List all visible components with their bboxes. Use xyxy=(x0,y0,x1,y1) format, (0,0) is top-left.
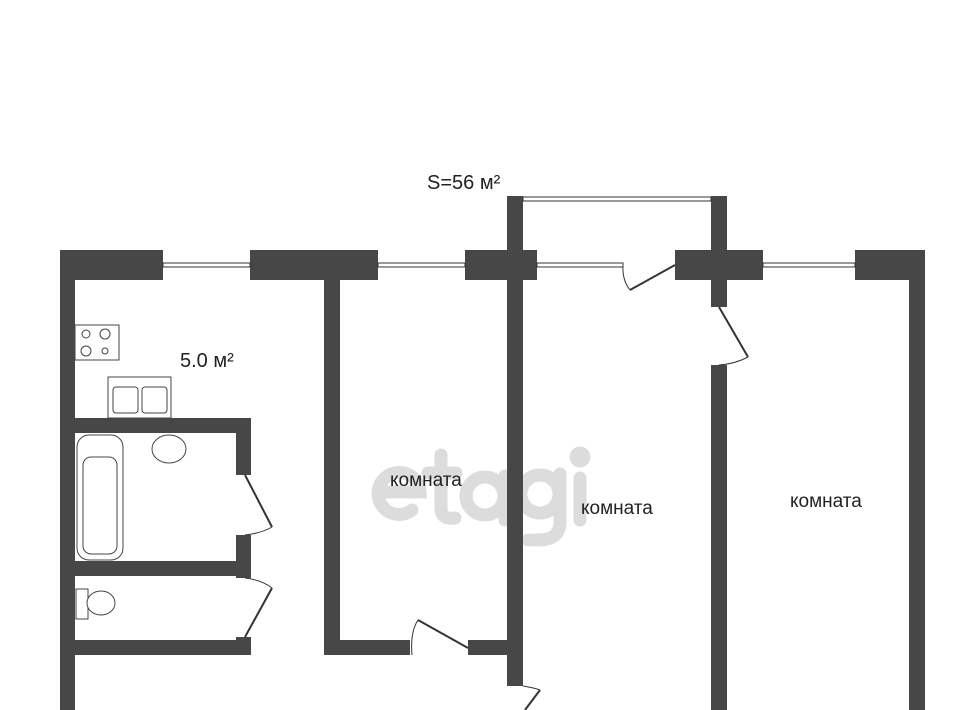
walls xyxy=(60,196,925,710)
room-label-3: комната xyxy=(790,491,862,512)
fixtures xyxy=(74,324,187,620)
washbasin-icon xyxy=(151,434,187,464)
stove-icon xyxy=(74,324,120,361)
total-area-label: S=56 м² xyxy=(427,172,501,194)
room-label-1: комната xyxy=(390,470,462,491)
room-label-2: комната xyxy=(581,498,653,519)
toilet-icon xyxy=(75,588,89,620)
kitchen-area-label: 5.0 м² xyxy=(180,350,234,372)
doors xyxy=(244,264,749,710)
etagi-watermark-logo xyxy=(371,446,591,547)
